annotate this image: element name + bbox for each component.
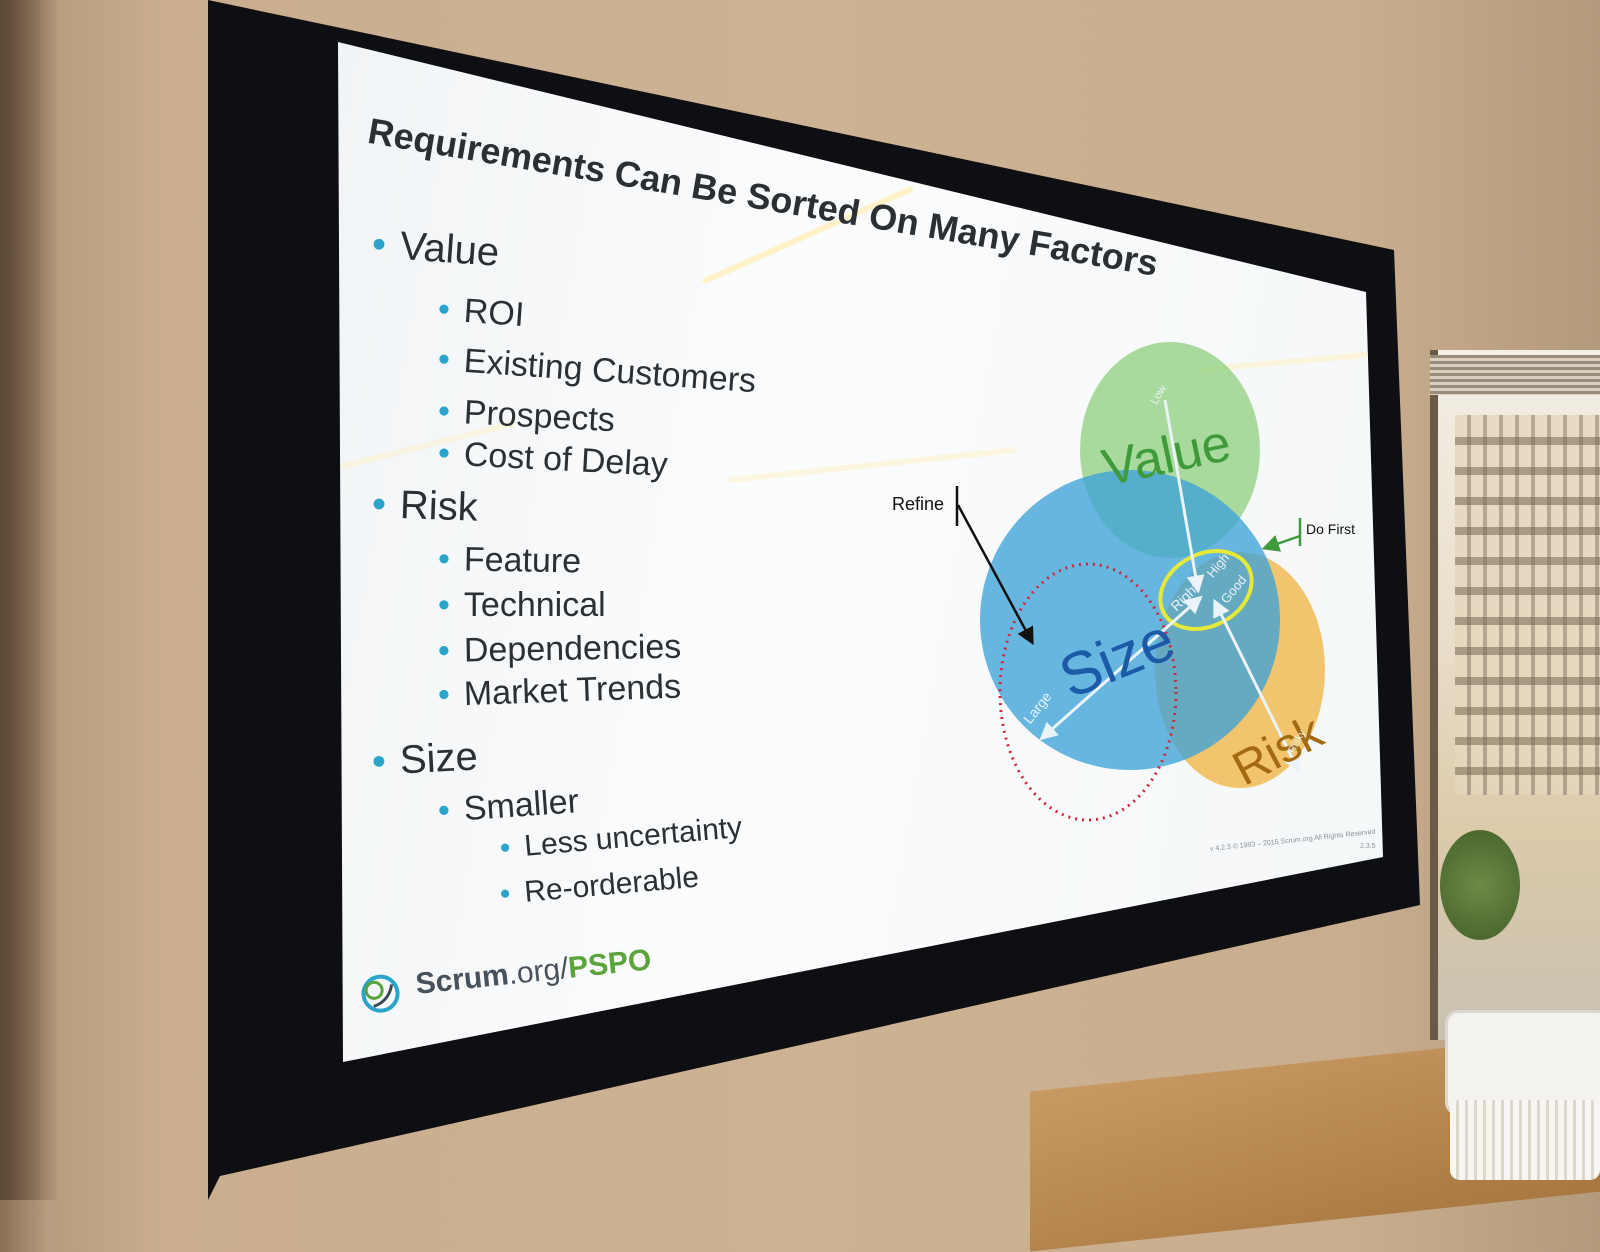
- bullet-dot-icon: •: [436, 290, 452, 329]
- venn-diagram: Value Size Risk Refine Do First Low Larg…: [892, 342, 1355, 822]
- wall-shadow: [0, 0, 60, 1200]
- logo-pspo: PSPO: [566, 943, 653, 985]
- bullet-dot-icon: •: [498, 831, 512, 865]
- bullet-dot-icon: •: [437, 540, 451, 579]
- bullet-text: Feature: [463, 540, 582, 581]
- bullet-dot-icon: •: [437, 631, 451, 670]
- risk-axis-arrow: [1213, 598, 1300, 774]
- value-axis-arrow: [1163, 399, 1205, 594]
- bullet-text: Size: [398, 734, 479, 783]
- bullet-text: Existing Customers: [462, 341, 758, 401]
- bullet-list: •Value •ROI •Existing Customers •Prospec…: [370, 222, 852, 942]
- white-basket: [1450, 1100, 1600, 1180]
- bullet-text: Cost of Delay: [462, 435, 669, 485]
- bullet-dot-icon: •: [436, 340, 452, 379]
- bullet-text: Re-orderable: [522, 860, 701, 909]
- bullet-item: •Value: [370, 222, 501, 276]
- bullet-dot-icon: •: [436, 791, 452, 830]
- scrum-logo-icon: [361, 974, 400, 1013]
- logo-scrum: Scrum: [414, 958, 511, 1001]
- bullet-dot-icon: •: [437, 392, 451, 431]
- bullet-item: • Feature: [438, 540, 582, 581]
- refine-arrow: [956, 504, 1034, 646]
- do-first-arrow: [1261, 534, 1301, 552]
- bullet-dot-icon: •: [437, 434, 451, 473]
- bullet-text: Smaller: [462, 782, 581, 829]
- bullet-dot-icon: •: [498, 877, 512, 911]
- scrum-org-logo: Scrum.org/PSPO: [355, 929, 660, 1020]
- bullet-item: • Existing Customers: [437, 340, 758, 401]
- window-blind: [1430, 355, 1600, 395]
- bullet-item: • Prospects: [437, 392, 616, 440]
- bullet-dot-icon: •: [438, 586, 450, 624]
- bullet-item: • Dependencies: [438, 628, 682, 671]
- bullet-dot-icon: •: [370, 222, 388, 267]
- bullet-text: Risk: [399, 482, 479, 530]
- bullet-dot-icon: •: [371, 482, 387, 527]
- bullet-text: Technical: [463, 586, 606, 624]
- bullet-item: • Smaller: [437, 782, 581, 831]
- building-windows: [1455, 415, 1600, 795]
- logo-org: .org/: [506, 951, 571, 992]
- size-axis-arrow: [1039, 595, 1203, 741]
- tree-outside: [1440, 830, 1520, 940]
- bullet-text: Prospects: [462, 393, 616, 440]
- bullet-text: Market Trends: [463, 667, 682, 714]
- bullet-dot-icon: •: [437, 675, 451, 714]
- bullet-item: • Technical: [438, 586, 606, 625]
- bullet-item: •Size: [371, 734, 479, 784]
- slide-number: 2.3.5: [1360, 843, 1376, 850]
- bullet-dot-icon: •: [370, 739, 388, 784]
- bullet-text: Value: [398, 224, 501, 275]
- bullet-item: • ROI: [437, 290, 526, 335]
- bullet-item: • Market Trends: [437, 668, 681, 715]
- refine-label: Refine: [892, 494, 944, 514]
- bullet-item: • Re-orderable: [499, 861, 701, 912]
- bullet-item: • Cost of Delay: [437, 434, 669, 485]
- bullet-text: ROI: [462, 291, 526, 334]
- do-first-label: Do First: [1306, 521, 1355, 537]
- bullet-item: • Risk: [371, 482, 478, 531]
- bullet-text: Dependencies: [463, 627, 682, 670]
